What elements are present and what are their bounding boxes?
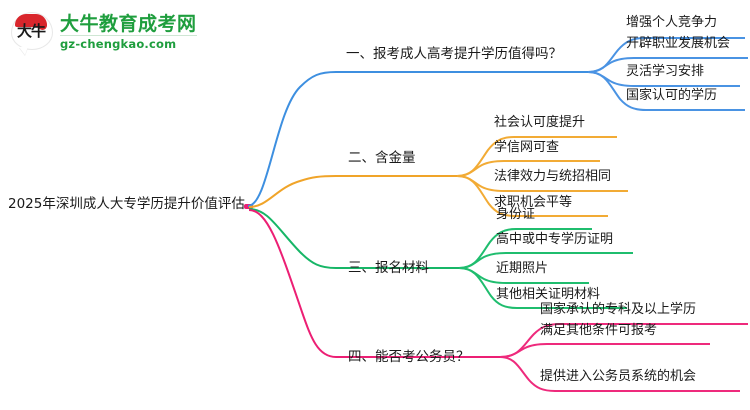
branch-node-2[interactable]: 二、含金量 (348, 150, 416, 166)
leaf-node-4-3[interactable]: 提供进入公务员系统的机会 (540, 369, 697, 384)
leaf-node-3-2[interactable]: 高中或中专学历证明 (496, 232, 614, 247)
logo-mark-icon: 大牛 (8, 9, 54, 55)
logo-site-url: gz-chengkao.com (60, 35, 197, 51)
leaf-node-1-4[interactable]: 国家认可的学历 (626, 88, 718, 103)
branch-node-3[interactable]: 三、报名材料 (348, 260, 429, 276)
leaf-node-3-4[interactable]: 其他相关证明材料 (496, 287, 601, 302)
branch-node-1[interactable]: 一、报考成人高考提升学历值得吗？ (346, 46, 562, 62)
leaf-node-4-2[interactable]: 满足其他条件可报考 (540, 323, 658, 338)
root-hub (244, 204, 253, 209)
leaf-node-2-1[interactable]: 社会认可度提升 (494, 115, 586, 130)
logo-site-name: 大牛教育成考网 (60, 13, 197, 35)
leaf-node-3-1[interactable]: 身份证 (496, 207, 536, 222)
leaf-node-1-1[interactable]: 增强个人竞争力 (626, 15, 718, 30)
branch-node-4[interactable]: 四、能否考公务员？ (348, 349, 470, 365)
leaf-node-1-2[interactable]: 开辟职业发展机会 (626, 36, 731, 51)
leaf-node-2-3[interactable]: 法律效力与统招相同 (494, 169, 612, 184)
root-node-label[interactable]: 2025年深圳成人大专学历提升价值评估 (8, 196, 245, 212)
leaf-node-3-3[interactable]: 近期照片 (496, 261, 549, 276)
leaf-node-2-2[interactable]: 学信网可查 (494, 140, 560, 155)
logo-mark-text: 大牛 (16, 22, 46, 40)
site-logo: 大牛 大牛教育成考网 gz-chengkao.com (8, 6, 208, 58)
leaf-node-2-4[interactable]: 求职机会平等 (494, 195, 573, 210)
leaf-node-1-3[interactable]: 灵活学习安排 (626, 64, 705, 79)
leaf-node-4-1[interactable]: 国家承认的专科及以上学历 (540, 302, 697, 317)
logo-text-block: 大牛教育成考网 gz-chengkao.com (60, 13, 197, 51)
logo-red-dot-icon (38, 21, 47, 30)
